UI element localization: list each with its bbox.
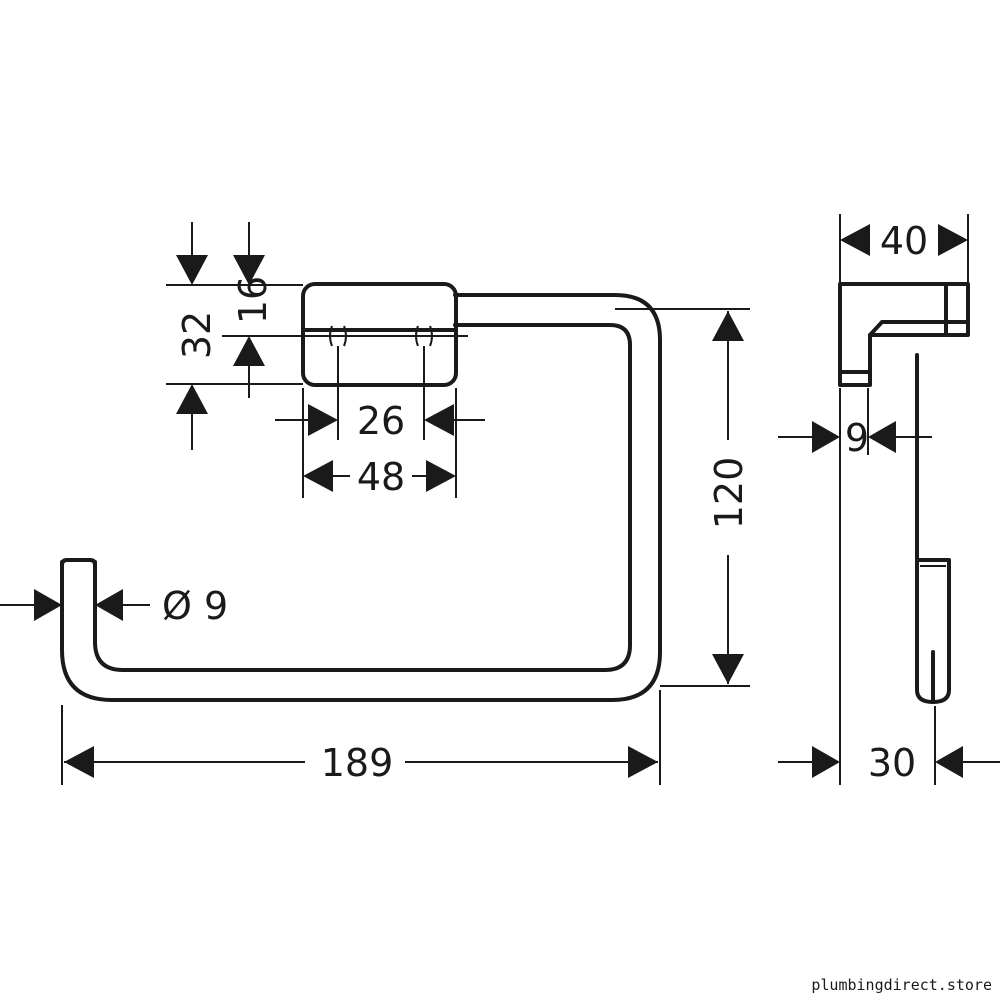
dim-120-label: 120 (707, 457, 751, 530)
dim-32-label: 32 (175, 311, 219, 359)
dimension-side-depth: 40 (839, 214, 969, 282)
ring-inner-outline (93, 323, 632, 672)
dimension-mount-height: 32 16 (166, 222, 303, 450)
dim-26-label: 26 (357, 399, 405, 443)
watermark-text: plumbingdirect.store (811, 976, 992, 994)
side-view: 40 9 30 (778, 214, 1000, 785)
dim-30-label: 30 (868, 741, 916, 785)
dimension-overall-height: 120 (615, 308, 751, 687)
dimension-hole-spacing: 26 (275, 346, 485, 443)
ring-outer-outline (60, 293, 662, 702)
dimension-overall-width: 189 (61, 690, 661, 785)
dim-diameter-label: Ø 9 (162, 584, 228, 628)
dim-16-label: 16 (231, 276, 275, 324)
wall-mount-block (301, 282, 458, 387)
screw-hole-left (329, 325, 347, 347)
dimension-side-thickness: 9 (778, 388, 932, 785)
side-mount-chamfer (868, 320, 968, 337)
dim-189-label: 189 (321, 741, 394, 785)
side-mount-profile (838, 282, 970, 387)
dim-40-label: 40 (880, 219, 928, 263)
screw-hole-right (415, 325, 433, 347)
dimension-mount-width: 48 (302, 388, 457, 499)
side-ring-profile (915, 353, 951, 704)
front-view: 189 120 Ø 9 (0, 222, 751, 785)
dimension-side-ring-offset: 30 (778, 706, 1000, 785)
dimension-rod-diameter: Ø 9 (0, 584, 228, 628)
dim-9-label: 9 (845, 416, 869, 460)
rod-end-cap (60, 558, 97, 567)
dim-48-label: 48 (357, 455, 405, 499)
